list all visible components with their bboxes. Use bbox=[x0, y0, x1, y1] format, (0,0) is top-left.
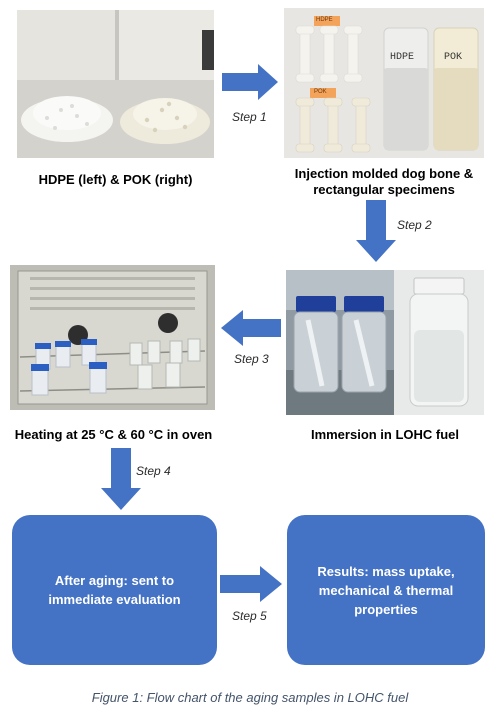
immersion-photo bbox=[286, 270, 484, 415]
plate-right-label: POK bbox=[444, 52, 463, 63]
step3-arrow bbox=[221, 310, 281, 346]
results-text: Results: mass uptake, mechanical & therm… bbox=[317, 563, 455, 617]
pellets-caption: HDPE (left) & POK (right) bbox=[38, 172, 193, 187]
specimens-caption-line2: rectangular specimens bbox=[313, 182, 455, 197]
pellets-photo bbox=[17, 10, 214, 158]
figure-caption: Figure 1: Flow chart of the aging sample… bbox=[91, 690, 409, 705]
specimens-tag-top: HDPE bbox=[316, 17, 333, 23]
step2-label: Step 2 bbox=[397, 218, 432, 232]
step3-label: Step 3 bbox=[234, 352, 269, 366]
specimens-tag-bottom: POK bbox=[314, 89, 327, 95]
immersion-caption: Immersion in LOHC fuel bbox=[310, 427, 460, 442]
step4-arrow bbox=[101, 448, 141, 510]
specimens-caption-line1: Injection molded dog bone & bbox=[294, 166, 474, 181]
step2-arrow bbox=[356, 200, 396, 262]
step4-label: Step 4 bbox=[136, 464, 171, 478]
step1-arrow bbox=[222, 64, 278, 100]
results-box: Results: mass uptake, mechanical & therm… bbox=[287, 515, 485, 665]
after-aging-text: After aging: sent to immediate evaluatio… bbox=[48, 573, 181, 607]
step5-arrow bbox=[220, 566, 282, 602]
step5-label: Step 5 bbox=[232, 609, 267, 623]
plate-left-label: HDPE bbox=[390, 52, 415, 63]
oven-caption: Heating at 25 °C & 60 °C in oven bbox=[14, 427, 213, 442]
specimens-photo: HDPE POK HDPE POK bbox=[284, 8, 484, 158]
after-aging-box: After aging: sent to immediate evaluatio… bbox=[12, 515, 217, 665]
step1-label: Step 1 bbox=[232, 110, 267, 124]
specimens-caption: Injection molded dog bone & rectangular … bbox=[284, 166, 484, 198]
oven-photo bbox=[10, 265, 215, 410]
